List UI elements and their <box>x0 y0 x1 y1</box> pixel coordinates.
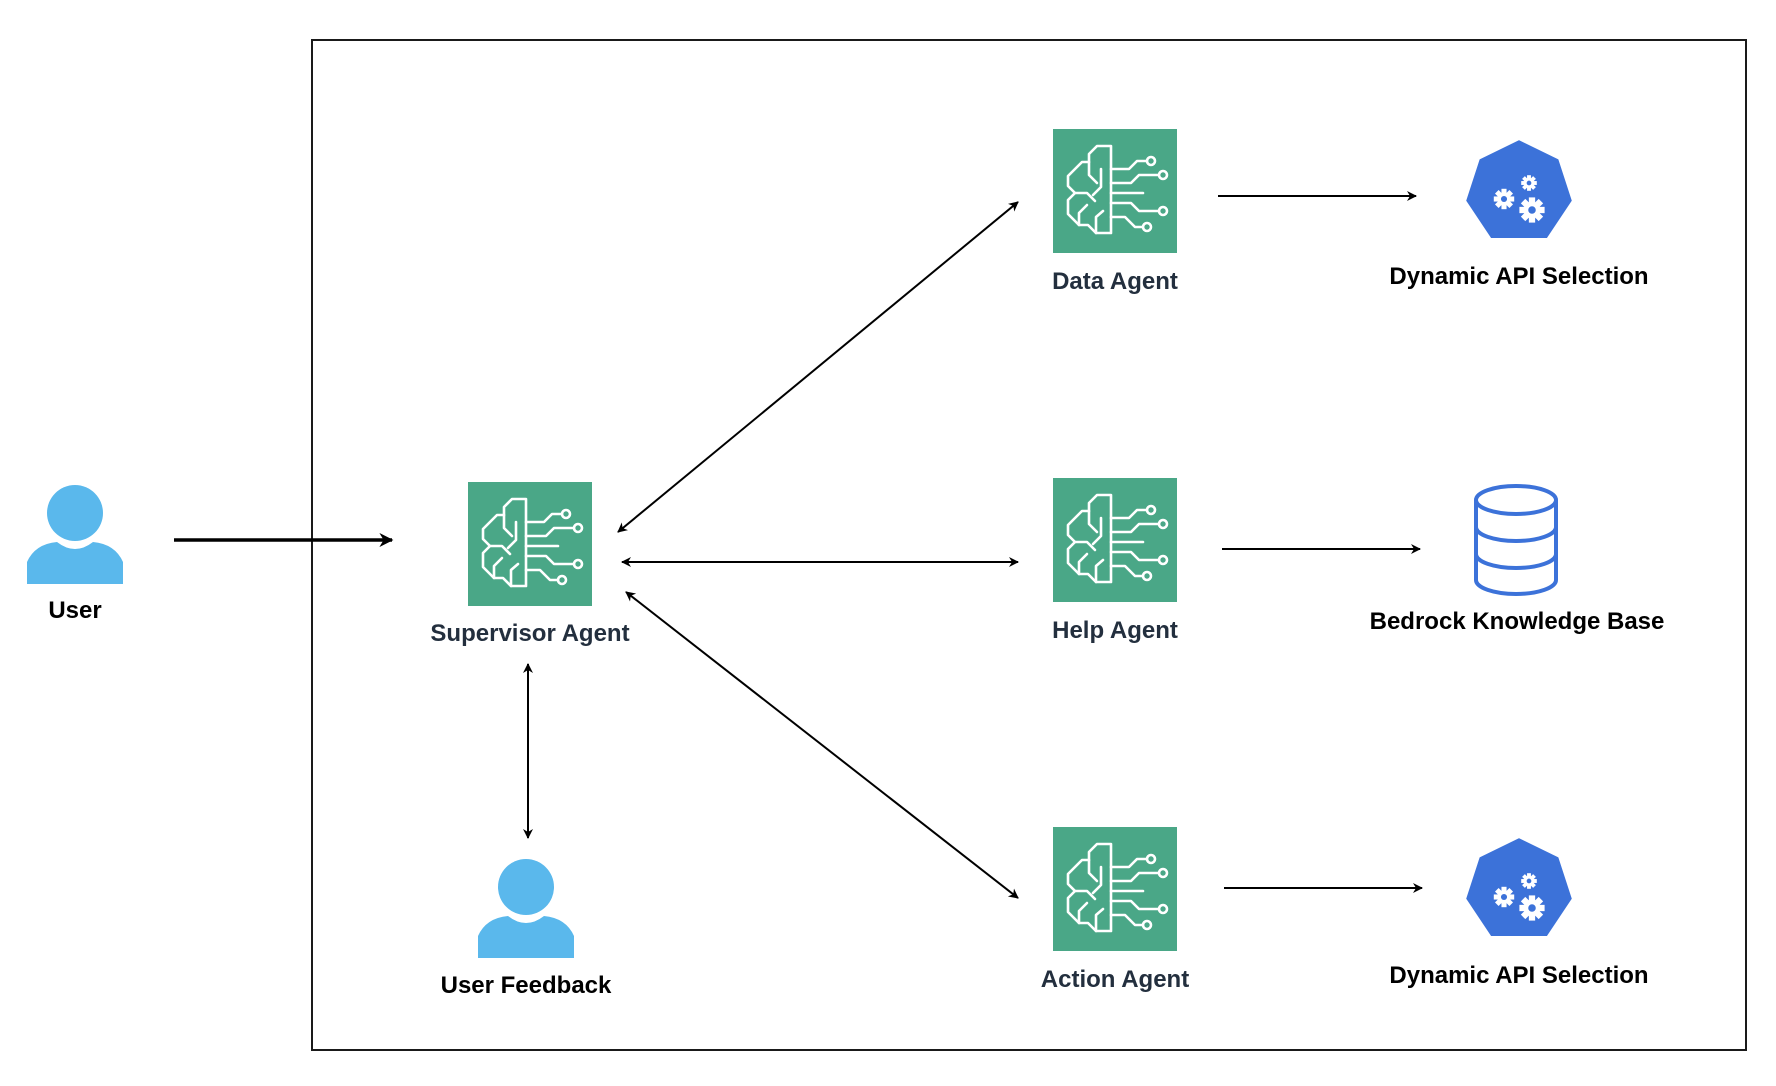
help-agent-label: Help Agent <box>1052 617 1178 644</box>
brain-circuit-icon <box>1051 476 1179 604</box>
node-user-feedback: User Feedback <box>441 859 612 999</box>
node-supervisor-agent: Supervisor Agent <box>430 480 630 647</box>
node-knowledge-base: Bedrock Knowledge Base <box>1370 484 1665 635</box>
node-data-agent: Data Agent <box>1051 127 1179 295</box>
action-agent-label: Action Agent <box>1041 966 1189 993</box>
node-user: User <box>27 485 123 624</box>
brain-circuit-icon <box>1051 825 1179 953</box>
user-icon <box>478 859 574 958</box>
user-feedback-label: User Feedback <box>441 972 612 999</box>
edge-supervisor-data-agent <box>617 201 1019 533</box>
user-icon <box>27 485 123 584</box>
edge-supervisor-action-agent <box>625 591 1019 899</box>
brain-circuit-icon <box>1051 127 1179 255</box>
data-agent-label: Data Agent <box>1052 268 1178 295</box>
system-boundary-box <box>311 39 1747 1051</box>
supervisor-agent-label: Supervisor Agent <box>430 620 629 647</box>
knowledge-base-label: Bedrock Knowledge Base <box>1370 608 1665 635</box>
heptagon-gears-icon <box>1464 138 1574 240</box>
dynamic-api-bottom-label: Dynamic API Selection <box>1389 962 1648 989</box>
edges <box>174 191 1423 899</box>
node-dynamic-api-bottom: Dynamic API Selection <box>1389 836 1649 989</box>
database-icon <box>1474 484 1558 596</box>
brain-circuit-icon <box>466 480 594 608</box>
heptagon-gears-icon <box>1464 836 1574 938</box>
node-help-agent: Help Agent <box>1051 476 1179 644</box>
user-label: User <box>48 597 101 624</box>
dynamic-api-top-label: Dynamic API Selection <box>1389 263 1648 290</box>
node-dynamic-api-top: Dynamic API Selection <box>1389 138 1649 290</box>
node-action-agent: Action Agent <box>1041 825 1189 993</box>
